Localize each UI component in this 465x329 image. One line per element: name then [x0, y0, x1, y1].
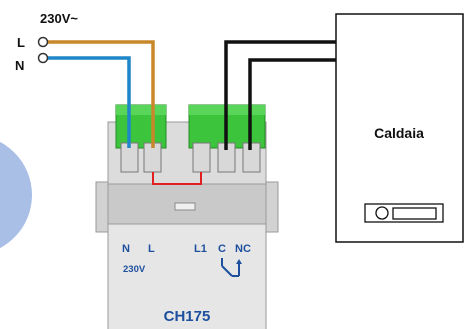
device-din-slot — [174, 202, 196, 211]
device-label-l: L — [148, 243, 155, 255]
live-wire — [47, 40, 155, 148]
boiler-control-display — [392, 207, 437, 220]
supply-label-n: N — [15, 58, 24, 73]
device-model-label: CH175 — [164, 308, 211, 325]
device-voltage-label: 230V — [123, 264, 146, 275]
supply-voltage-label: 230V~ — [40, 11, 78, 26]
contact-wire-nc — [248, 58, 336, 150]
device-label-l1: L1 — [194, 243, 207, 255]
boiler — [335, 13, 464, 243]
terminal-screw-l1 — [192, 142, 211, 173]
supply-terminal-n — [37, 52, 49, 64]
device-left-step — [95, 181, 109, 233]
device-right-step — [265, 181, 279, 233]
device-label-nc: NC — [235, 243, 251, 255]
boiler-control-knob — [375, 206, 389, 220]
neutral-wire — [47, 56, 131, 148]
boiler-label: Caldaia — [374, 125, 424, 141]
bridge-wire-l-l1 — [152, 172, 202, 185]
device-label-c: C — [218, 243, 226, 255]
relay-contact-symbol — [221, 258, 242, 277]
contact-wire-c — [224, 40, 336, 150]
device-label-n: N — [122, 243, 130, 255]
side-decoration-circle — [0, 141, 32, 249]
device-front-face — [107, 223, 267, 329]
supply-label-l: L — [17, 35, 25, 50]
terminal-block-left — [115, 104, 167, 173]
supply-terminal-l — [37, 36, 49, 48]
